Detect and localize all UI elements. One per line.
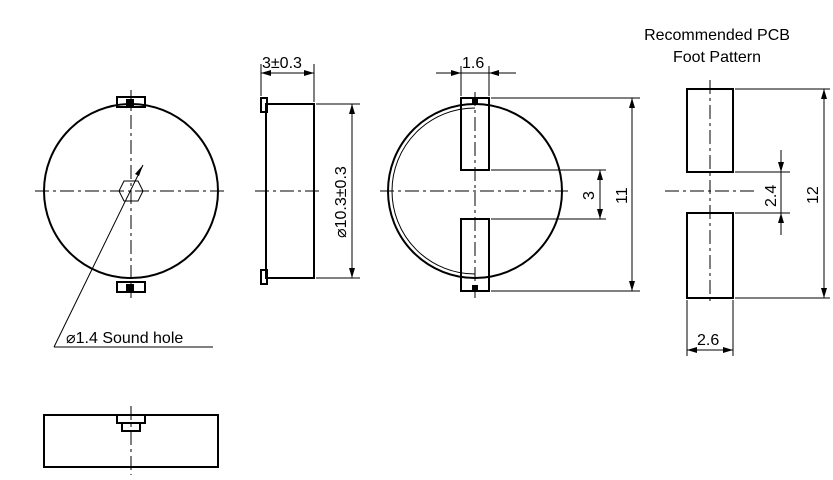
pcb-title-line1: Recommended PCB [644,27,790,44]
pad-width-arrow-left [451,70,461,76]
front-view-top-tab-pin [126,99,134,106]
pcb-gap-arrow-bottom [778,213,784,223]
thickness-arrow-right [304,70,314,76]
sound-hole-leader [53,164,144,348]
pad-gap-arrow-bottom [597,209,603,219]
side-view: 3±0.3 ⌀10.3±0.3 [255,55,360,285]
bottom-view-inner-arc-left [391,107,476,192]
pcb-span-arrow-top [821,89,827,99]
pad-gap-label: 3 [581,191,598,200]
sound-hole-leader-arrow [135,165,143,176]
pad-span-label: 11 [614,187,631,204]
pad-span-arrow-top [629,98,635,108]
bottom-view-inner-arc-left-bottom [391,190,476,275]
pcb-span-arrow-bottom [821,288,827,298]
diameter-arrow-top [349,104,355,114]
pcb-foot-pattern: Recommended PCB Foot Pattern 2.4 12 2.6 [644,27,830,356]
pcb-pad-width-label: 2.6 [697,332,719,349]
side-view-bottom-terminal [260,269,268,285]
pad-span-arrow-bottom [629,281,635,291]
front-view-bottom-tab-pin [126,284,134,291]
pcb-span-label: 12 [805,186,822,204]
pad-gap-arrow-top [597,170,603,180]
pcb-pad-width-arrow-left [687,347,697,353]
diameter-label: ⌀10.3±0.3 [333,166,350,238]
profile-view [43,406,219,475]
pcb-gap-arrow-top [778,162,784,172]
pcb-title-line2: Foot Pattern [673,49,761,66]
pad-width-label: 1.6 [462,55,484,72]
thickness-arrow-left [261,70,271,76]
bottom-view: 1.6 3 11 [380,55,640,298]
thickness-label: 3±0.3 [262,55,302,72]
diameter-arrow-bottom [349,268,355,278]
sound-hole-label: ⌀1.4 Sound hole [66,330,183,347]
pcb-pad-width-arrow-right [723,347,733,353]
pcb-gap-label: 2.4 [763,185,780,207]
side-view-top-terminal [260,97,268,113]
front-view: ⌀1.4 Sound hole [35,90,228,348]
pad-width-arrow-right [489,70,499,76]
